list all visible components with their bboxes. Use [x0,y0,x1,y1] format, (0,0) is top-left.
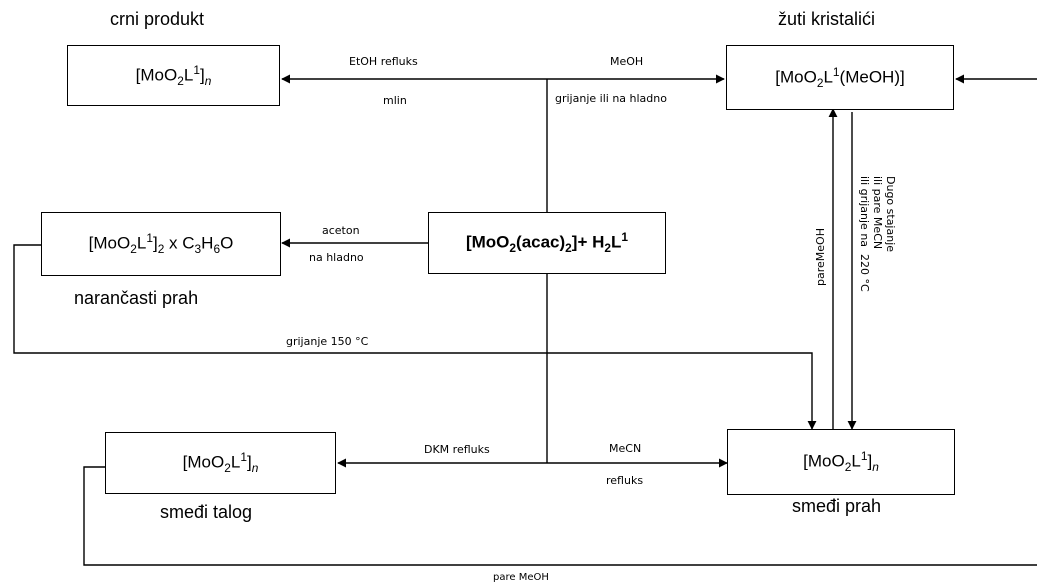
label-dkm-refluks: DKM refluks [424,443,490,456]
caption-zuti-kristalici: žuti kristalići [778,9,876,29]
label-aceton: aceton [322,224,360,237]
label-meoh: MeOH [610,55,644,68]
label-grijanje-150: grijanje 150 °C [286,335,369,348]
label-refluks: refluks [606,474,644,487]
caption-narancasti-prah: narančasti prah [74,288,199,308]
label-grijanje-ili-na-hladno: grijanje ili na hladno [555,92,667,105]
label-mlin: mlin [383,94,407,107]
box-crni-produkt: [MoO2L1]n [67,45,280,106]
box-narancasti-prah: [MoO2L1]2 x C3H6O [41,212,281,276]
caption-smedi-talog: smeđi talog [160,502,253,522]
arrow-heating-150 [13,244,817,430]
caption-crni-produkt: crni produkt [110,9,205,29]
line-pare-meoh-loop [83,466,1037,566]
label-mecn: MeCN [609,442,642,455]
label-pare-meoh-bottom: pare MeOH [493,572,549,583]
box-smedi-talog: [MoO2L1]n [105,432,336,494]
box-zuti-kristalici: [MoO2L1(MeOH)] [726,45,954,110]
label-na-hladno: na hladno [309,251,364,264]
label-pare-meoh-vertical: pareMeOH [814,228,827,286]
label-dugo-stajanje: Dugo stajanje ili pare MeCN ili grijanje… [858,176,897,292]
box-smedi-prah: [MoO2L1]n [727,429,955,495]
label-etoh-refluks: EtOH refluks [349,55,418,68]
box-reactants: [MoO2(acac)2]+ H2L1 [428,212,666,274]
caption-smedi-prah: smeđi prah [792,496,882,516]
